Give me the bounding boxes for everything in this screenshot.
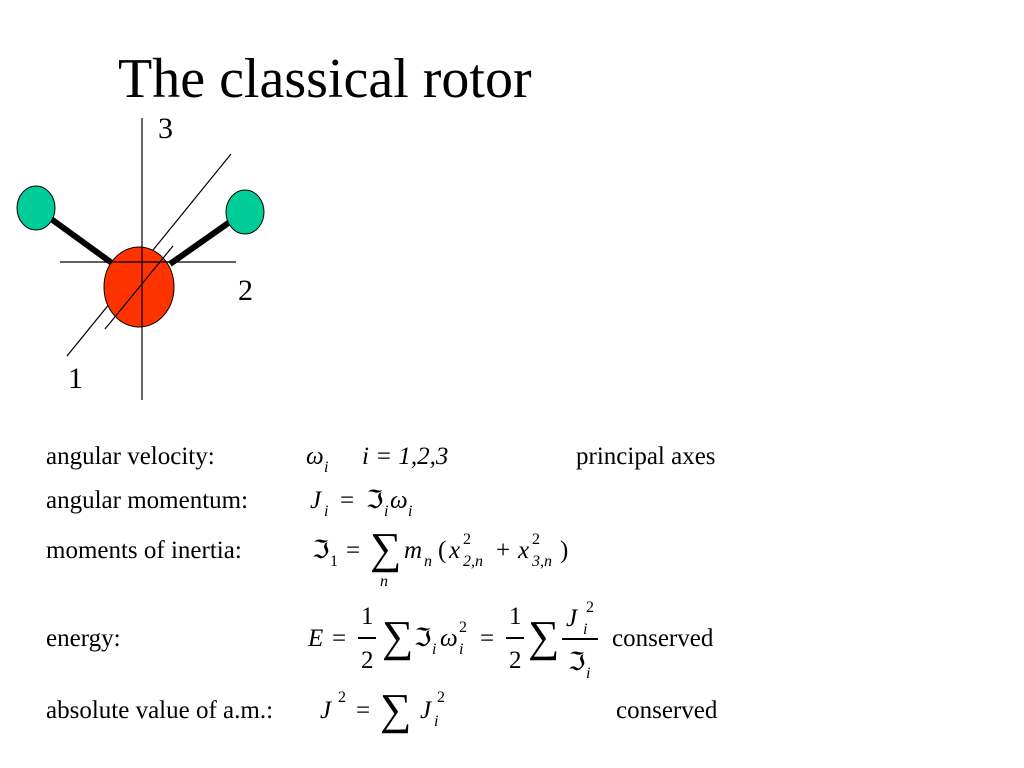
axis-label-1: 1	[68, 362, 83, 395]
rotor-diagram: 3 2 1	[0, 110, 330, 410]
summation-sign: ∑	[528, 612, 560, 661]
j-exponent: 2	[586, 599, 594, 616]
omega-subscript: i	[324, 459, 329, 476]
equals-sign: =	[340, 487, 355, 514]
omega-symbol: ω	[306, 443, 324, 470]
x2-exponent: 2	[463, 531, 471, 548]
equals-sign: =	[480, 625, 495, 652]
equals-sign: =	[332, 625, 347, 652]
plus-sign: +	[496, 537, 511, 564]
mass-subscript: n	[424, 553, 432, 570]
fraction-bar	[562, 638, 598, 640]
inertia-subscript: i	[384, 503, 389, 520]
axis-label-2: 2	[238, 274, 253, 307]
rotor-diagram-svg	[16, 118, 265, 400]
fraction-numerator: 1	[509, 603, 522, 630]
index-range: i = 1,2,3	[362, 443, 449, 470]
fraction-bar	[358, 637, 376, 639]
inertia-subscript: i	[586, 665, 591, 682]
inertia-symbol: ℑ	[366, 487, 384, 514]
omega-subscript: i	[459, 641, 464, 658]
axis-label-3: 3	[158, 112, 173, 145]
equals-sign: =	[356, 697, 371, 724]
angular-velocity-label: angular velocity:	[46, 443, 215, 470]
omega-symbol: ω	[440, 625, 458, 652]
summation-sign: ∑	[382, 612, 414, 661]
fraction-denominator: 2	[509, 647, 522, 674]
inertia-symbol: ℑ	[568, 649, 586, 676]
conserved-note: conserved	[616, 697, 718, 724]
j-subscript: i	[434, 713, 439, 730]
outer-atom-right	[225, 189, 265, 235]
x3-exponent: 2	[532, 531, 540, 548]
equals-sign: =	[346, 537, 361, 564]
j-symbol: J	[566, 605, 578, 632]
sum-index: n	[380, 573, 388, 590]
omega-symbol: ω	[390, 487, 408, 514]
fraction-numerator: 1	[361, 603, 374, 630]
conserved-note: conserved	[612, 625, 714, 652]
inertia-subscript: i	[432, 641, 437, 658]
omega-exponent: 2	[459, 619, 467, 636]
j-symbol: J	[310, 487, 322, 514]
x3-symbol: x	[518, 537, 530, 564]
fraction-bar	[506, 637, 524, 639]
slide-title: The classical rotor	[118, 48, 532, 110]
principal-axes-note: principal axes	[576, 443, 716, 470]
energy-symbol: E	[308, 625, 324, 652]
close-paren: )	[560, 537, 569, 564]
j-symbol: J	[420, 697, 432, 724]
mass-symbol: m	[404, 537, 423, 564]
x3-subscript: 3,n	[532, 553, 552, 570]
absolute-value-label: absolute value of a.m.:	[46, 697, 274, 724]
open-paren: (	[438, 537, 447, 564]
energy-label: energy:	[46, 625, 121, 652]
inertia-subscript: 1	[330, 553, 338, 570]
x2-symbol: x	[449, 537, 461, 564]
j-subscript: i	[324, 503, 329, 520]
omega-subscript: i	[408, 503, 413, 520]
summation-sign: ∑	[370, 524, 402, 573]
j-subscript: i	[583, 621, 588, 638]
moments-of-inertia-label: moments of inertia:	[46, 537, 242, 564]
fraction-denominator: 2	[361, 647, 374, 674]
axis-1-overlay	[104, 245, 174, 330]
j-exponent: 2	[437, 689, 445, 706]
x2-subscript: 2,n	[463, 553, 483, 570]
inertia-symbol: ℑ	[312, 537, 330, 564]
summation-sign: ∑	[380, 685, 412, 734]
j-exponent: 2	[338, 689, 346, 706]
j-symbol: J	[320, 697, 332, 724]
inertia-symbol: ℑ	[414, 625, 432, 652]
outer-atom-left	[16, 185, 56, 231]
angular-momentum-label: angular momentum:	[46, 487, 249, 514]
